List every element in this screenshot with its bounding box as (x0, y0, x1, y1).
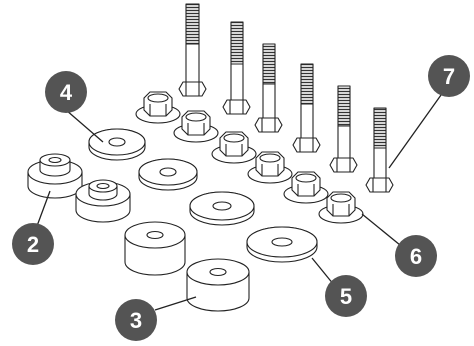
flange-nut-3 (211, 131, 257, 164)
shoulder-bushing-right (75, 179, 131, 223)
leader-7 (388, 87, 447, 169)
leader-5 (311, 257, 335, 286)
bolt-3 (254, 43, 283, 133)
callout-7-badge (428, 55, 470, 97)
callout-2-badge (12, 223, 54, 265)
callout-6: 6 (395, 235, 437, 277)
flat-washer-middle (138, 158, 198, 191)
thick-bushing-front (186, 258, 250, 312)
callout-3: 3 (115, 299, 157, 341)
callout-4: 4 (45, 71, 87, 113)
callout-2: 2 (12, 223, 54, 265)
callout-5: 5 (325, 275, 367, 317)
callout-7: 7 (428, 55, 470, 97)
leader-6 (361, 213, 401, 246)
bolt-5 (329, 85, 358, 173)
bolt-4 (292, 63, 321, 153)
callout-2-label: 2 (27, 232, 39, 257)
callout-5-badge (325, 275, 367, 317)
callout-4-badge (45, 71, 87, 113)
leader-4 (65, 109, 104, 143)
thick-bushing-back (124, 221, 186, 276)
callout-6-badge (395, 235, 437, 277)
callout-3-badge (115, 299, 157, 341)
leader-2 (36, 190, 51, 227)
flat-washer-top (88, 128, 146, 161)
flange-nut-2 (173, 110, 219, 143)
flat-washer-front (246, 226, 318, 263)
callout-6-label: 6 (410, 244, 422, 269)
flange-nut-1 (135, 91, 181, 124)
flange-nut-4 (247, 151, 293, 184)
leader-3 (154, 296, 197, 311)
callout-4-label: 4 (60, 80, 73, 105)
bolt-6 (365, 107, 394, 193)
shoulder-bushing-left (27, 153, 83, 199)
flat-washer-center (189, 191, 255, 226)
callout-5-label: 5 (340, 284, 352, 309)
callout-3-label: 3 (130, 308, 142, 333)
leader-lines (36, 87, 447, 311)
bolt-1 (178, 3, 207, 97)
bolt-2 (222, 21, 251, 115)
flange-nut-5 (283, 171, 329, 204)
callout-7-label: 7 (443, 64, 455, 89)
